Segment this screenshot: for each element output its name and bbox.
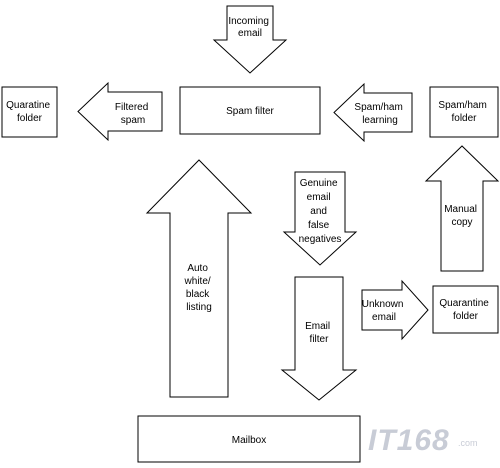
quarantine-right-line-2: folder <box>453 311 479 322</box>
email-filter-arrow: Email filter <box>280 276 358 401</box>
spam-ham-learning-arrow: Spam/ham learning <box>333 82 413 143</box>
spam-filter-box: Spam filter <box>179 86 321 135</box>
filtered-spam-arrow: Filtered spam <box>77 81 163 142</box>
manual-copy-line-1: Manual <box>444 204 477 215</box>
svg-text:Auto white/ black: Auto white/ black listing <box>184 263 214 313</box>
spam-ham-folder-box: Spam/ham folder <box>429 86 499 138</box>
genuine-email-line-3: and <box>310 206 327 217</box>
svg-text:Manual copy: Manual copy <box>444 204 480 228</box>
email-filter-line-1: Email <box>305 321 330 332</box>
email-filter-line-2: filter <box>310 334 330 345</box>
mailbox-box: Mailbox <box>137 415 361 463</box>
quarantine-left-line-1: Quaratine <box>6 100 50 111</box>
genuine-email-line-2: email <box>307 192 331 203</box>
svg-text:Spam/ham folder: Spam/ham folder <box>438 100 489 124</box>
auto-listing-line-2: white/ <box>184 276 211 287</box>
svg-text:Quaratine folder: Quaratine folder <box>6 100 53 124</box>
manual-copy-arrow: Manual copy <box>424 145 500 272</box>
watermark-logo: IT168 <box>368 424 450 457</box>
svg-text:Filtered spam: Filtered spam <box>115 102 151 126</box>
svg-text:Email filter: Email filter <box>305 321 333 345</box>
spam-ham-learning-line-1: Spam/ham <box>354 102 402 113</box>
quarantine-folder-right-box: Quarantine folder <box>432 285 499 334</box>
filtered-spam-line-2: spam <box>121 115 145 126</box>
svg-text:Quarantine folder: Quarantine folder <box>439 298 491 322</box>
mailbox-label: Mailbox <box>232 435 266 446</box>
incoming-email-arrow: Incoming email <box>212 5 288 74</box>
spam-filter-label: Spam filter <box>226 106 274 117</box>
unknown-email-line-2: email <box>372 312 396 323</box>
svg-text:Spam/ham learning: Spam/ham learning <box>354 102 405 126</box>
auto-listing-line-3: black <box>186 289 210 300</box>
incoming-email-line-1: Incoming <box>228 16 269 27</box>
spam-ham-folder-line-2: folder <box>451 113 477 124</box>
spam-ham-learning-line-2: learning <box>362 115 398 126</box>
watermark-domain: .com <box>458 438 478 448</box>
auto-listing-line-1: Auto <box>187 263 208 274</box>
svg-text:Genuine email and: Genuine email and false negatives <box>299 178 342 245</box>
spam-ham-folder-line-1: Spam/ham <box>438 100 486 111</box>
it168-watermark: IT168 .com <box>368 424 478 457</box>
quarantine-left-line-2: folder <box>17 113 43 124</box>
quarantine-right-line-1: Quarantine <box>439 298 489 309</box>
manual-copy-line-2: copy <box>451 217 472 228</box>
svg-text:Incoming email: Incoming email <box>228 16 271 39</box>
filtered-spam-line-1: Filtered <box>115 102 148 113</box>
unknown-email-line-1: Unknown <box>362 299 404 310</box>
incoming-email-line-2: email <box>238 28 262 39</box>
genuine-email-arrow: Genuine email and false negatives <box>282 171 358 266</box>
genuine-email-line-4: false <box>308 220 330 231</box>
svg-text:Unknown email: Unknown email <box>362 299 406 323</box>
quarantine-folder-left-box: Quaratine folder <box>1 86 58 138</box>
auto-listing-arrow: Auto white/ black listing <box>145 159 253 398</box>
genuine-email-line-1: Genuine <box>300 178 338 189</box>
unknown-email-arrow: Unknown email <box>361 279 429 341</box>
genuine-email-line-5: negatives <box>299 234 342 245</box>
auto-listing-line-4: listing <box>186 302 212 313</box>
